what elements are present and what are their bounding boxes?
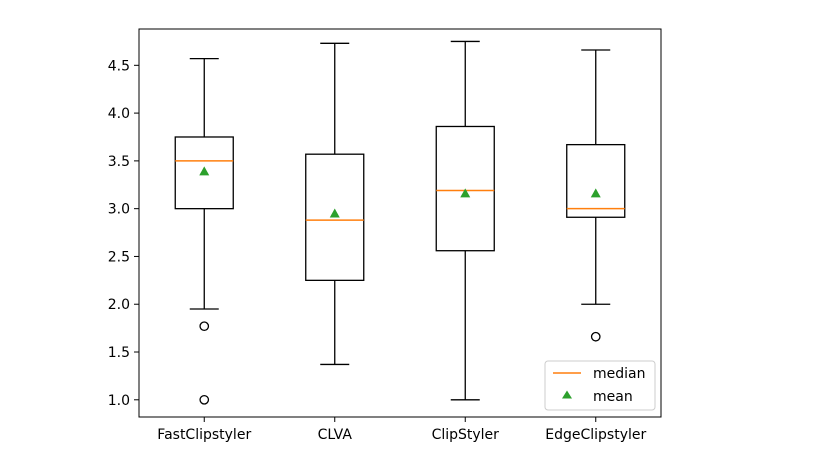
x-tick-label: CLVA bbox=[318, 427, 353, 443]
y-tick-label: 1.5 bbox=[108, 345, 130, 361]
outlier-point bbox=[199, 394, 210, 405]
y-axis: 1.0 1.5 2.0 2.5 3.0 3.5 4.0 4.5 bbox=[108, 58, 139, 409]
mean-marker bbox=[199, 166, 210, 176]
plot-area bbox=[138, 28, 662, 418]
mean-marker bbox=[460, 188, 471, 198]
outlier-point bbox=[199, 321, 210, 332]
mean-marker bbox=[590, 188, 601, 198]
legend: median mean bbox=[544, 360, 656, 411]
y-tick-label: 1.0 bbox=[108, 393, 130, 409]
iqr-box bbox=[174, 136, 234, 210]
x-tick-label: EdgeClipstyler bbox=[545, 427, 646, 443]
x-tick-label: ClipStyler bbox=[432, 427, 500, 443]
y-tick-label: 4.5 bbox=[108, 58, 130, 74]
y-tick-label: 3.0 bbox=[108, 202, 130, 218]
legend-mean-label: mean bbox=[593, 389, 633, 405]
x-axis: FastClipstyler CLVA ClipStyler EdgeClipstyl… bbox=[157, 417, 646, 443]
box-group bbox=[174, 57, 234, 405]
y-tick-label: 3.5 bbox=[108, 154, 130, 170]
box-group bbox=[305, 42, 365, 366]
mean-marker bbox=[329, 208, 340, 218]
iqr-box bbox=[305, 153, 365, 281]
box-group bbox=[435, 40, 495, 401]
boxes-layer bbox=[174, 40, 626, 405]
iqr-box bbox=[566, 143, 626, 218]
y-tick-label: 2.0 bbox=[108, 297, 130, 313]
legend-median-label: median bbox=[593, 366, 645, 382]
iqr-box bbox=[435, 125, 495, 252]
legend-mean-swatch bbox=[562, 390, 572, 399]
y-tick-label: 4.0 bbox=[108, 106, 130, 122]
x-tick-label: FastClipstyler bbox=[157, 427, 251, 443]
outlier-point bbox=[590, 331, 601, 342]
y-tick-label: 2.5 bbox=[108, 249, 130, 265]
box-group bbox=[566, 49, 626, 342]
